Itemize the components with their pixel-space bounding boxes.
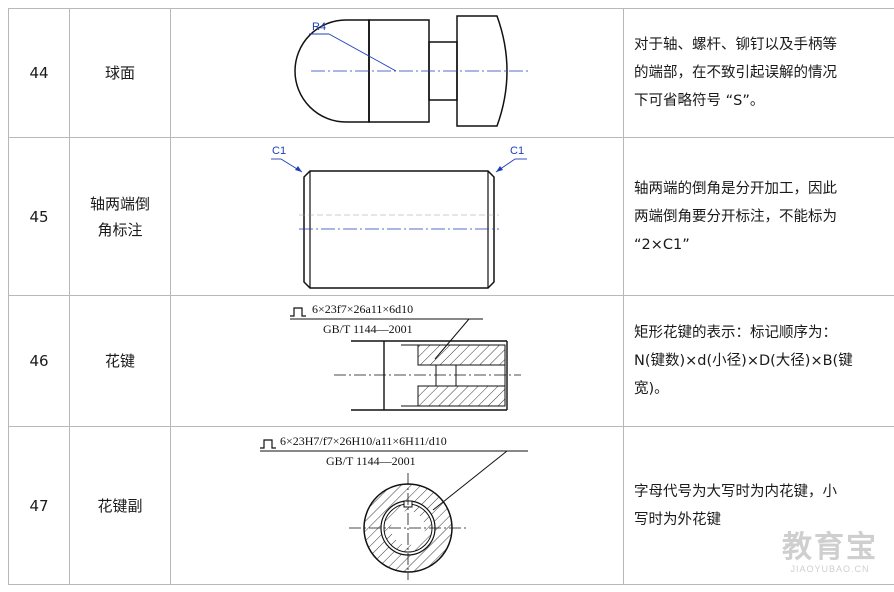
table-row: 45 轴两端倒 角标注 C1 C1 — [8, 137, 894, 296]
desc-line: 下可省略符号 “S”。 — [634, 93, 765, 109]
spline-drawing: 6×23f7×26a11×6d10 GB/T 1144—2001 — [290, 302, 521, 411]
table-row: 46 花键 6×23f7×26a11×6d10 GB/T 1144—2001 — [8, 295, 894, 427]
chamfer-label-right: C1 — [510, 145, 524, 157]
name-line: 角标注 — [97, 220, 143, 239]
row-number: 47 — [8, 426, 70, 585]
desc-line: 两端倒角要分开标注，不能标为 — [634, 208, 837, 225]
row-description: 轴两端的倒角是分开加工，因此 两端倒角要分开标注，不能标为 “2×C1” — [623, 137, 894, 296]
watermark-url: JIAOYUBAO.CN — [790, 564, 870, 574]
chamfer-label-left: C1 — [272, 145, 286, 157]
sphere-end-drawing: R4 — [294, 14, 531, 127]
table-row: 44 球面 R4 对于轴、螺杆、铆钉以及手柄等 — [8, 8, 894, 138]
spline-symbol-icon — [290, 306, 306, 317]
row-description: 对于轴、螺杆、铆钉以及手柄等 的端部，在不致引起误解的情况 下可省略符号 “S”… — [623, 8, 894, 138]
spline-symbol-icon — [260, 438, 276, 449]
row-number: 44 — [8, 8, 70, 138]
row-number: 45 — [8, 137, 70, 296]
desc-line: 字母代号为大写时为内花键，小 — [634, 483, 837, 500]
desc-line: 轴两端的倒角是分开加工，因此 — [634, 180, 837, 197]
row-name: 花键副 — [69, 426, 171, 585]
figure-cell: R4 — [170, 8, 624, 138]
standards-table: 44 球面 R4 对于轴、螺杆、铆钉以及手柄等 — [8, 8, 894, 585]
desc-line: 写时为外花键 — [634, 511, 721, 528]
desc-line: “2×C1” — [634, 236, 690, 253]
chamfered-shaft-drawing: C1 C1 — [271, 145, 527, 289]
desc-line: 对于轴、螺杆、铆钉以及手柄等 — [634, 37, 837, 53]
row-name: 球面 — [69, 8, 171, 138]
row-number: 46 — [8, 295, 70, 427]
desc-line: N(键数)×d(小径)×D(大径)×B(键 — [634, 353, 853, 369]
row-name: 轴两端倒 角标注 — [69, 137, 171, 296]
name-line: 轴两端倒 — [89, 194, 150, 213]
radius-label: R4 — [312, 21, 326, 33]
standard-label: GB/T 1144—2001 — [323, 322, 413, 336]
desc-line: 宽)。 — [634, 381, 669, 397]
spline-pair-drawing: 6×23H7/f7×26H10/a11×6H11/d10 GB/T 1144—2… — [260, 434, 528, 580]
desc-line: 矩形花键的表示：标记顺序为： — [634, 325, 837, 341]
spline-pair-spec: 6×23H7/f7×26H10/a11×6H11/d10 — [280, 434, 447, 448]
figure-cell: 6×23H7/f7×26H10/a11×6H11/d10 GB/T 1144—2… — [170, 426, 624, 585]
spline-spec: 6×23f7×26a11×6d10 — [312, 302, 413, 316]
table-row: 47 花键副 6×23H7/f7×26H10/a11×6H11/d10 GB/T… — [8, 426, 894, 585]
row-description: 字母代号为大写时为内花键，小 写时为外花键 — [623, 426, 894, 585]
desc-line: 的端部，在不致引起误解的情况 — [634, 65, 837, 81]
row-description: 矩形花键的表示：标记顺序为： N(键数)×d(小径)×D(大径)×B(键 宽)。 — [623, 295, 894, 427]
watermark-text: 教育宝 — [782, 530, 878, 565]
watermark-logo: 教育宝 JIAOYUBAO.CN — [782, 530, 878, 575]
row-name: 花键 — [69, 295, 171, 427]
figure-cell: 6×23f7×26a11×6d10 GB/T 1144—2001 — [170, 295, 624, 427]
figure-cell: C1 C1 — [170, 137, 624, 296]
standard-label: GB/T 1144—2001 — [326, 454, 416, 468]
